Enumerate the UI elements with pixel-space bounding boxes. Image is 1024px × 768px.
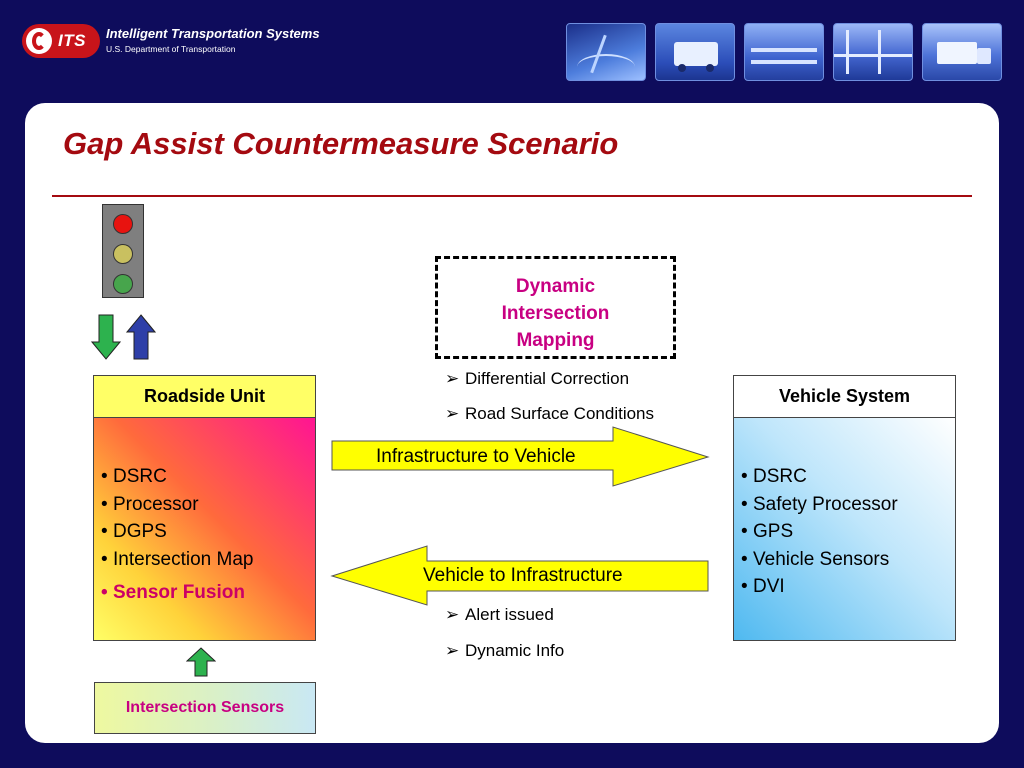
- vehicle-to-infrastructure-label: Vehicle to Infrastructure: [423, 565, 623, 586]
- vehicle-system-list: •DSRC •Safety Processor •GPS •Vehicle Se…: [741, 463, 898, 601]
- vehicle-to-infrastructure-arrow: [330, 545, 709, 606]
- thumbnail-highway-cars: [744, 23, 824, 81]
- sensors-up-arrow-icon: [186, 647, 216, 677]
- roadside-unit-list: •DSRC •Processor •DGPS •Intersection Map…: [101, 463, 253, 607]
- down-arrow-icon: [91, 314, 121, 360]
- brand-subtitle: U.S. Department of Transportation: [106, 44, 236, 54]
- title-divider: [52, 195, 972, 197]
- thumbnail-bridge: [833, 23, 913, 81]
- roadside-unit-header: Roadside Unit: [93, 375, 316, 418]
- list-item: •DGPS: [101, 521, 167, 542]
- logo-swirl-icon: [26, 28, 52, 54]
- green-lamp: [113, 274, 133, 294]
- its-logo: ITS: [22, 24, 100, 58]
- header-banner: ITS Intelligent Transportation Systems U…: [0, 0, 1024, 100]
- list-item: •Safety Processor: [741, 493, 898, 515]
- list-item: •DVI: [741, 576, 785, 597]
- slide-title: Gap Assist Countermeasure Scenario: [63, 126, 619, 161]
- intersection-sensors-box: Intersection Sensors: [94, 682, 316, 734]
- list-item: •Vehicle Sensors: [741, 548, 890, 570]
- traffic-light-icon: [102, 204, 144, 298]
- note-dynamic-info: ➢Dynamic Info: [445, 641, 565, 660]
- roadside-unit-box: •DSRC •Processor •DGPS •Intersection Map…: [93, 417, 316, 641]
- list-item: •DSRC: [741, 466, 807, 487]
- slide-panel: Gap Assist Countermeasure Scenario Roads…: [25, 103, 999, 743]
- dynamic-mapping-label: Dynamic Intersection Mapping: [501, 276, 610, 351]
- list-item: •DSRC: [101, 466, 167, 487]
- dynamic-mapping-box: Dynamic Intersection Mapping: [435, 256, 676, 359]
- sensor-fusion-item: •Sensor Fusion: [101, 582, 245, 603]
- up-arrow-icon: [126, 314, 156, 360]
- list-item: •Intersection Map: [101, 548, 254, 570]
- note-alert-issued: ➢Alert issued: [445, 605, 554, 624]
- thumbnail-ambulance: [655, 23, 735, 81]
- thumbnail-night-road: [566, 23, 646, 81]
- note-differential-correction: ➢Differential Correction: [445, 369, 630, 388]
- red-lamp: [113, 214, 133, 234]
- list-item: •Processor: [101, 493, 199, 515]
- infrastructure-to-vehicle-arrow: [331, 426, 710, 487]
- infrastructure-to-vehicle-label: Infrastructure to Vehicle: [376, 446, 576, 467]
- list-item: •GPS: [741, 521, 794, 542]
- vehicle-system-header: Vehicle System: [733, 375, 956, 418]
- vehicle-system-box: •DSRC •Safety Processor •GPS •Vehicle Se…: [733, 417, 956, 641]
- note-road-surface: ➢Road Surface Conditions: [445, 404, 655, 423]
- brand-title: Intelligent Transportation Systems: [106, 26, 320, 41]
- thumbnail-truck: [922, 23, 1002, 81]
- logo-text: ITS: [58, 31, 86, 50]
- yellow-lamp: [113, 244, 133, 264]
